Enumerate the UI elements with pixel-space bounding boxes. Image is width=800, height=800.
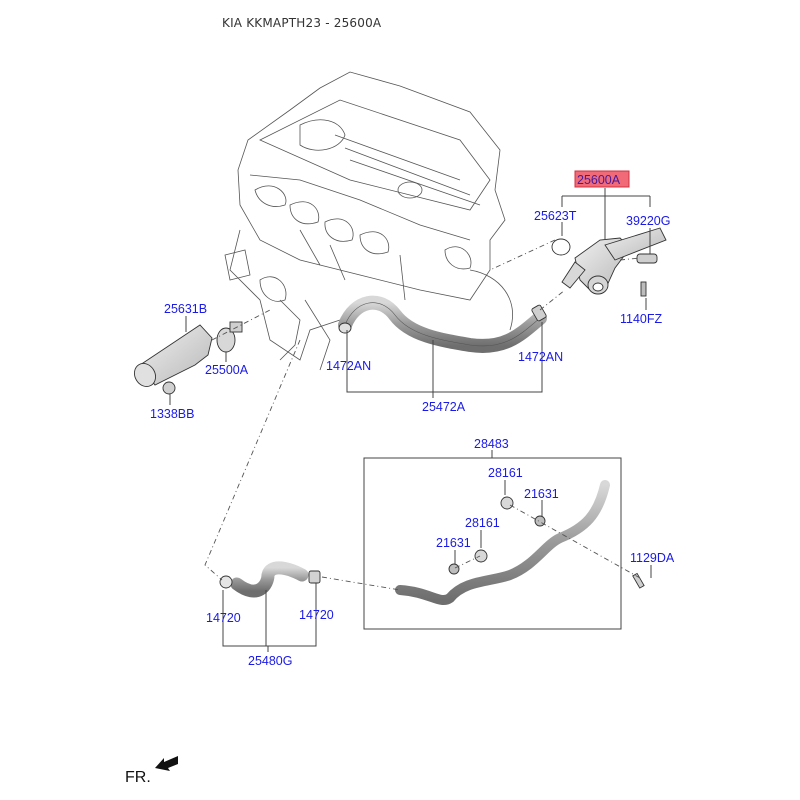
part-label-21631-bottom[interactable]: 21631 bbox=[436, 536, 471, 550]
part-label-28161-top[interactable]: 28161 bbox=[488, 466, 523, 480]
part-label-25500A[interactable]: 25500A bbox=[205, 363, 249, 377]
part-label-1338BB[interactable]: 1338BB bbox=[150, 407, 194, 421]
part-label-25480G[interactable]: 25480G bbox=[248, 654, 292, 668]
part-label-28161-bottom[interactable]: 28161 bbox=[465, 516, 500, 530]
connection-lines bbox=[204, 239, 641, 591]
part-label-25600A[interactable]: 25600A bbox=[577, 173, 621, 187]
part-label-39220G[interactable]: 39220G bbox=[626, 214, 670, 228]
part-label-1472AN-left[interactable]: 1472AN bbox=[326, 359, 371, 373]
highlight-box-25600A bbox=[574, 170, 630, 188]
part-label-14720-right[interactable]: 14720 bbox=[299, 608, 334, 622]
thermostat-cover-25631B bbox=[134, 324, 213, 395]
part-label-21631-top[interactable]: 21631 bbox=[524, 487, 559, 501]
part-label-28483[interactable]: 28483 bbox=[474, 437, 509, 451]
upper-hose-25472A bbox=[338, 295, 547, 353]
lower-hose-25480G bbox=[219, 561, 321, 598]
part-label-1129DA[interactable]: 1129DA bbox=[630, 551, 675, 565]
diagram-title: KIA KKMAPTH23 - 25600A bbox=[222, 16, 382, 30]
thermostat-25500A bbox=[216, 321, 243, 353]
part-label-1472AN-right[interactable]: 1472AN bbox=[518, 350, 563, 364]
part-labels: 25600A 25623T 39220G 1140FZ 25631B 25500… bbox=[150, 173, 675, 668]
engine-block-illustration bbox=[224, 71, 513, 371]
front-label: FR. bbox=[125, 769, 151, 786]
front-orientation-indicator: FR. bbox=[125, 756, 178, 786]
part-label-25623T[interactable]: 25623T bbox=[534, 209, 577, 223]
part-label-25631B[interactable]: 25631B bbox=[164, 302, 207, 316]
part-label-1140FZ[interactable]: 1140FZ bbox=[620, 312, 663, 326]
water-outlet-assembly-25600A bbox=[551, 227, 667, 297]
leader-lines bbox=[169, 188, 652, 652]
part-label-25472A[interactable]: 25472A bbox=[422, 400, 466, 414]
water-pipe-28483 bbox=[395, 480, 645, 605]
front-arrow-icon bbox=[155, 756, 178, 771]
part-label-14720-left[interactable]: 14720 bbox=[206, 611, 241, 625]
